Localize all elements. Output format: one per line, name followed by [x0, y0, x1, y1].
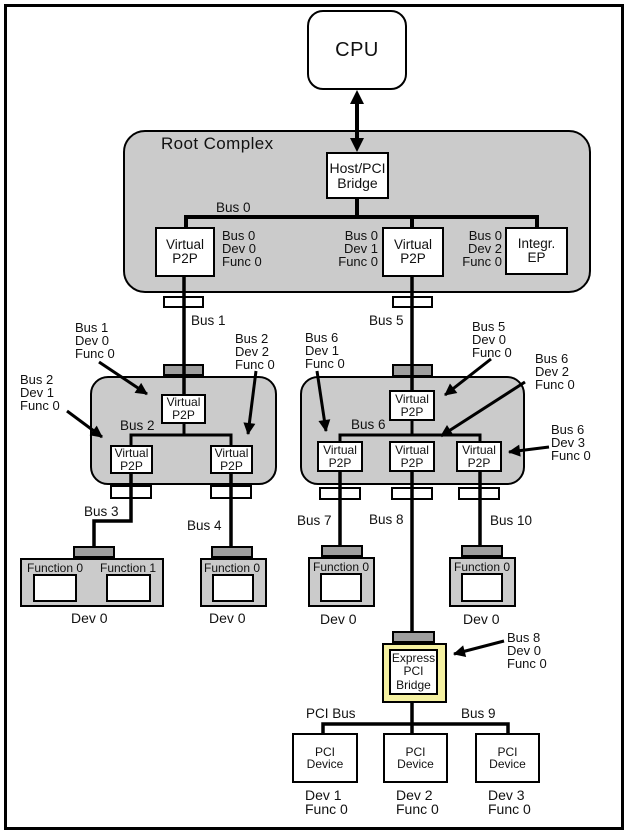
bus-9-label: Bus 9 [461, 706, 496, 721]
express-bridge-port [392, 631, 435, 643]
switch-1-virtual-p2p-up: Virtual P2P [161, 394, 206, 424]
rc-dev1-bdf-label: Bus 0 Dev 1 Func 0 [338, 228, 378, 269]
endpoint-1-function-0-box [33, 574, 77, 602]
bus-6-label: Bus 6 [351, 417, 386, 432]
endpoint-1-function-1-label: Function 1 [100, 561, 157, 575]
express-bridge-bdf-callout: Bus 8 Dev 0 Func 0 [507, 630, 547, 671]
switch-1-upstream-port [163, 364, 204, 376]
cpu-box: CPU [307, 10, 407, 90]
pci-device-3-box: PCI Device [475, 733, 540, 783]
switch1-dn2-bdf-callout: Bus 2 Dev 2 Func 0 [235, 331, 275, 372]
endpoint-3-port [321, 545, 363, 557]
endpoint-1-port [73, 546, 115, 558]
pci-device-3-dev-label: Dev 3 Func 0 [488, 787, 531, 817]
endpoint-2-port [211, 546, 253, 558]
pci-device-1-box: PCI Device [292, 733, 358, 783]
switch1-upstream-bdf-callout: Bus 1 Dev 0 Func 0 [75, 320, 115, 361]
switch-2-virtual-p2p-dn2: Virtual P2P [389, 441, 435, 472]
rc-dev0-bdf-label: Bus 0 Dev 0 Func 0 [222, 228, 262, 269]
switch-2-virtual-p2p-dn1: Virtual P2P [317, 441, 363, 472]
switch2-upstream-bdf-callout: Bus 5 Dev 0 Func 0 [472, 319, 512, 360]
switch-2-downstream-port-2 [391, 487, 433, 500]
endpoint-4-function-0-box [461, 573, 503, 602]
root-complex-port-right [392, 296, 433, 308]
endpoint-1-function-0-label: Function 0 [27, 561, 84, 575]
endpoint-2-function-0-box [212, 574, 254, 602]
endpoint-2-dev-label: Dev 0 [209, 610, 246, 626]
endpoint-3-function-0-label: Function 0 [313, 560, 370, 574]
pci-device-2-box: PCI Device [383, 733, 448, 783]
switch-1-downstream-port-1 [110, 485, 152, 499]
rc-virtual-p2p-left: Virtual P2P [155, 227, 215, 277]
endpoint-4-function-0-label: Function 0 [454, 560, 511, 574]
page-border [4, 4, 624, 830]
rc-dev2-bdf-label: Bus 0 Dev 2 Func 0 [462, 228, 502, 269]
bus-7-label: Bus 7 [297, 513, 332, 528]
switch2-dn3-bdf-callout: Bus 6 Dev 3 Func 0 [551, 422, 591, 463]
endpoint-1-function-1-box [106, 574, 151, 602]
integrated-endpoint-box: Integr. EP [505, 227, 568, 275]
endpoint-2-function-0-label: Function 0 [204, 561, 261, 575]
switch-2-virtual-p2p-dn3: Virtual P2P [456, 441, 502, 472]
host-pci-bridge-box: Host/PCI Bridge [326, 152, 389, 199]
bus-5-label: Bus 5 [369, 313, 404, 328]
pci-device-2-dev-label: Dev 2 Func 0 [396, 787, 439, 817]
cpu-label: CPU [335, 38, 379, 61]
switch-2-downstream-port-3 [458, 487, 500, 500]
endpoint-1-dev-label: Dev 0 [71, 610, 108, 626]
switch-1-downstream-port-2 [210, 485, 252, 499]
switch2-dn2-bdf-callout: Bus 6 Dev 2 Func 0 [535, 351, 575, 392]
root-complex-title: Root Complex [161, 134, 274, 153]
switch-2-virtual-p2p-up: Virtual P2P [389, 390, 435, 421]
pci-bus-label: PCI Bus [306, 706, 356, 721]
bus-4-label: Bus 4 [187, 518, 222, 533]
bus-1-label: Bus 1 [191, 313, 226, 328]
bus-0-label: Bus 0 [216, 200, 251, 215]
root-complex-port-left [163, 296, 204, 308]
switch2-dn1-bdf-callout: Bus 6 Dev 1 Func 0 [305, 330, 345, 371]
pci-device-1-dev-label: Dev 1 Func 0 [305, 787, 348, 817]
switch-1-virtual-p2p-dn1: Virtual P2P [110, 445, 153, 474]
bus-8-label: Bus 8 [369, 512, 404, 527]
bus-10-label: Bus 10 [490, 513, 533, 528]
switch1-dn1-bdf-callout: Bus 2 Dev 1 Func 0 [20, 372, 60, 413]
endpoint-4-port [461, 545, 503, 557]
bus-3-label: Bus 3 [84, 504, 119, 519]
express-pci-bridge-box: Express PCI Bridge [389, 649, 438, 695]
switch-2-downstream-port-1 [319, 487, 361, 500]
switch-1-virtual-p2p-dn2: Virtual P2P [210, 445, 253, 474]
endpoint-3-function-0-box [320, 573, 362, 602]
endpoint-3-dev-label: Dev 0 [320, 611, 357, 627]
rc-virtual-p2p-mid: Virtual P2P [382, 227, 444, 277]
switch-2-upstream-port [392, 364, 433, 377]
endpoint-4-dev-label: Dev 0 [463, 611, 500, 627]
bus-2-label: Bus 2 [120, 418, 155, 433]
